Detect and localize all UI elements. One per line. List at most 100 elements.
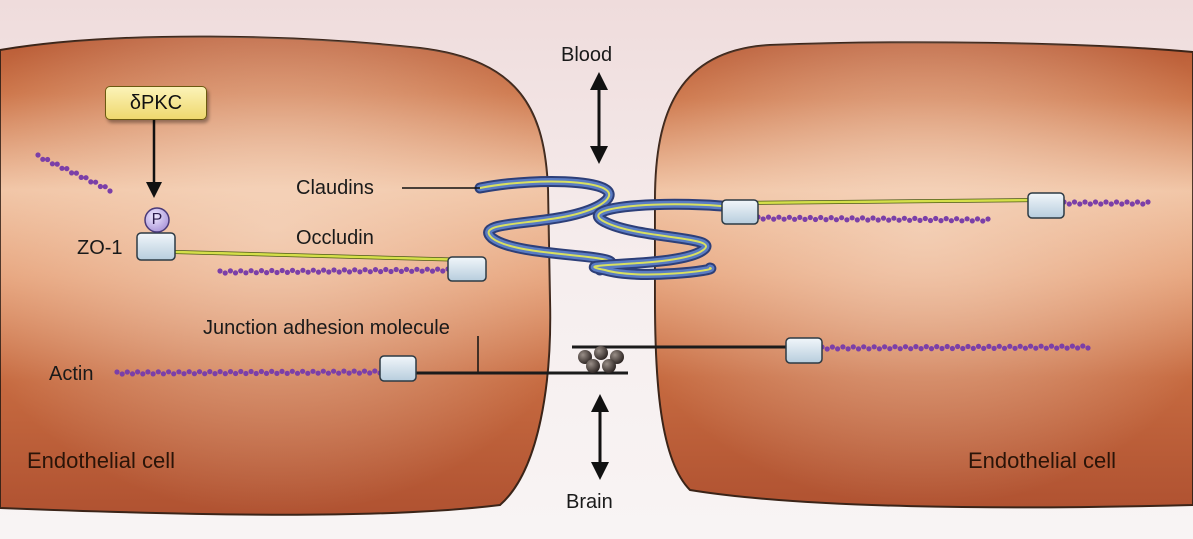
actin-bead	[135, 369, 140, 374]
actin-bead	[55, 162, 60, 167]
actin-bead	[79, 175, 84, 180]
actin-bead	[891, 216, 896, 221]
actin-bead	[970, 218, 975, 223]
actin-bead	[929, 346, 934, 351]
actin-bead	[830, 344, 835, 349]
actin-bead	[965, 216, 970, 221]
actin-bead	[938, 218, 943, 223]
left-cell-label: Endothelial cell	[27, 450, 175, 472]
actin-bead	[383, 267, 388, 272]
actin-bead	[960, 346, 965, 351]
actin-bead	[861, 344, 866, 349]
actin-bead	[64, 166, 69, 171]
actin-bead	[83, 175, 88, 180]
actin-bead	[1028, 344, 1033, 349]
actin-bead	[409, 269, 414, 274]
actin-bead	[357, 371, 362, 376]
actin-bead	[1072, 199, 1077, 204]
actin-bead	[125, 369, 130, 374]
actin-bead	[976, 344, 981, 349]
actin-bead	[1039, 344, 1044, 349]
actin-bead	[846, 346, 851, 351]
actin-bead	[372, 368, 377, 373]
actin-bead	[171, 371, 176, 376]
actin-bead	[233, 371, 238, 376]
actin-bead	[290, 268, 295, 273]
actin-bead	[249, 369, 254, 374]
actin-bead	[207, 369, 212, 374]
actin-bead	[1054, 346, 1059, 351]
actin-bead	[797, 215, 802, 220]
actin-bead	[955, 344, 960, 349]
actin-bead	[897, 218, 902, 223]
actin-bead	[882, 344, 887, 349]
actin-bead	[1130, 201, 1135, 206]
actin-bead	[305, 371, 310, 376]
actin-bead	[238, 268, 243, 273]
actin-bead	[341, 369, 346, 374]
actin-bead	[844, 217, 849, 222]
actin-bead	[254, 270, 259, 275]
actin-bead	[35, 152, 40, 157]
actin-bead	[326, 269, 331, 274]
actin-bead	[829, 215, 834, 220]
actin-bead	[274, 270, 279, 275]
actin-bead	[1044, 346, 1049, 351]
actin-bead	[985, 216, 990, 221]
actin-bead	[1059, 344, 1064, 349]
actin-bead	[347, 371, 352, 376]
actin-bead	[992, 346, 997, 351]
actin-bead	[321, 369, 326, 374]
phosphate-label: P	[144, 207, 170, 233]
actin-bead	[238, 369, 243, 374]
actin-bead	[802, 217, 807, 222]
actin-bead	[197, 369, 202, 374]
actin-bead	[399, 269, 404, 274]
actin-bead	[336, 371, 341, 376]
actin-bead	[59, 166, 64, 171]
actin-bead	[243, 270, 248, 275]
actin-bead	[269, 369, 274, 374]
actin-bead	[887, 346, 892, 351]
actin-bead	[264, 371, 269, 376]
actin-bead	[919, 346, 924, 351]
actin-bead	[923, 216, 928, 221]
actin-bead	[913, 344, 918, 349]
actin-bead	[1145, 199, 1150, 204]
actin-bead	[971, 346, 976, 351]
actin-bead	[855, 217, 860, 222]
actin-bead	[856, 346, 861, 351]
actin-bead	[166, 369, 171, 374]
actin-bead	[98, 184, 103, 189]
actin-bead	[907, 218, 912, 223]
actin-bead	[1033, 346, 1038, 351]
actin-bead	[331, 267, 336, 272]
actin-bead	[997, 344, 1002, 349]
zo1-label: ZO-1	[77, 238, 123, 258]
actin-bead	[908, 346, 913, 351]
actin-bead	[161, 371, 166, 376]
actin-bead	[45, 157, 50, 162]
actin-bead	[435, 267, 440, 272]
actin-bead	[870, 215, 875, 220]
actin-bead	[316, 371, 321, 376]
actin-bead	[866, 346, 871, 351]
actin-bead	[156, 369, 161, 374]
actin-bead	[813, 217, 818, 222]
actin-bead	[107, 188, 112, 193]
actin-bead	[1114, 199, 1119, 204]
actin-bead	[959, 218, 964, 223]
actin-bead	[140, 371, 145, 376]
blood-label: Blood	[561, 45, 612, 65]
actin-bead	[950, 346, 955, 351]
actin-bead	[981, 346, 986, 351]
actin-bead	[1098, 201, 1103, 206]
actin-bead	[782, 217, 787, 222]
actin-bead	[363, 267, 368, 272]
actin-bead	[420, 269, 425, 274]
actin-bead	[965, 344, 970, 349]
actin-bead	[939, 346, 944, 351]
actin-bead	[243, 371, 248, 376]
actin-bead	[306, 270, 311, 275]
actin-bead	[1103, 199, 1108, 204]
